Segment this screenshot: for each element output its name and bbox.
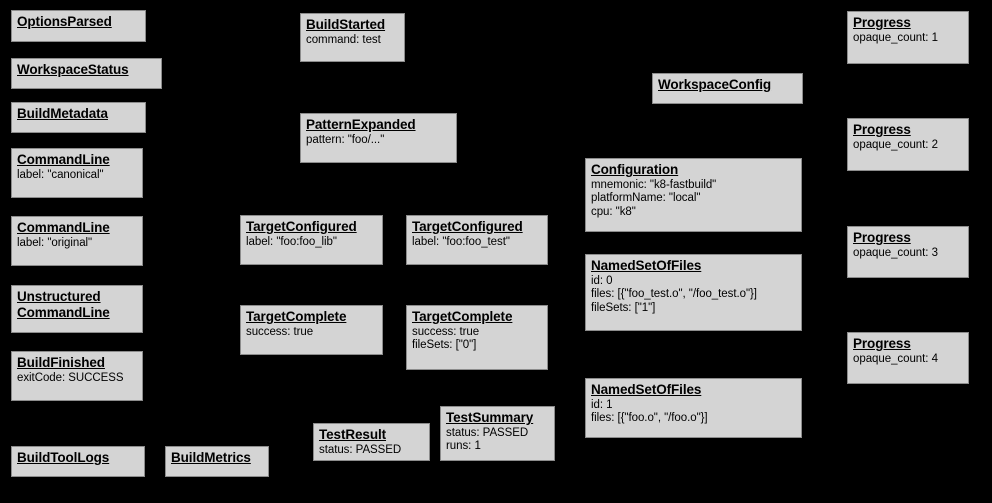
node-fields: pattern: "foo/..." (306, 134, 451, 148)
node-field: label: "foo:foo_lib" (246, 235, 337, 248)
node-title: BuildMetadata (17, 106, 108, 121)
node-title: PatternExpanded (306, 117, 416, 132)
node-build-tool-logs[interactable]: BuildToolLogs (11, 446, 145, 477)
node-options-parsed[interactable]: OptionsParsed (11, 10, 146, 42)
node-title: TestResult (319, 427, 387, 442)
node-field: success: true (246, 325, 314, 338)
node-title: BuildToolLogs (17, 450, 110, 465)
node-title: CommandLine (17, 304, 110, 320)
node-title: TargetConfigured (412, 219, 523, 234)
node-field: exitCode: SUCCESS (17, 371, 124, 384)
node-fields: opaque_count: 2 (853, 139, 963, 153)
node-field: label: "canonical" (17, 168, 104, 181)
node-title: TargetComplete (412, 309, 513, 324)
node-title: Progress (853, 15, 911, 30)
node-title: CommandLine (17, 220, 110, 235)
node-field: opaque_count: 4 (853, 352, 938, 365)
node-title: Unstructured (17, 289, 101, 304)
node-field: runs: 1 (446, 440, 481, 453)
node-field: status: PASSED (319, 443, 402, 456)
node-fields: opaque_count: 1 (853, 32, 963, 46)
node-title: Progress (853, 336, 911, 351)
node-fields: opaque_count: 3 (853, 247, 963, 261)
node-fields: opaque_count: 4 (853, 353, 963, 367)
node-title: NamedSetOfFiles (591, 258, 702, 273)
node-title: BuildStarted (306, 17, 386, 32)
node-title: WorkspaceConfig (658, 77, 772, 92)
node-fields: label: "original" (17, 237, 137, 251)
node-title: TargetComplete (246, 309, 347, 324)
node-title: OptionsParsed (17, 14, 112, 29)
node-field: files: [{"foo_test.o", "/foo_test.o"}] (591, 288, 757, 301)
node-workspace-status[interactable]: WorkspaceStatus (11, 58, 162, 89)
node-build-metadata[interactable]: BuildMetadata (11, 102, 146, 133)
node-field: status: PASSED (446, 426, 529, 439)
node-field: opaque_count: 2 (853, 138, 938, 151)
node-field: success: true (412, 325, 480, 338)
node-title: Progress (853, 122, 911, 137)
node-fields: label: "foo:foo_lib" (246, 236, 377, 250)
node-fields: mnemonic: "k8-fastbuild"platformName: "l… (591, 179, 796, 220)
node-fields: exitCode: SUCCESS (17, 372, 137, 386)
node-fields: success: true (246, 326, 377, 340)
node-title: Configuration (591, 162, 679, 177)
node-title: TargetConfigured (246, 219, 357, 234)
node-field: id: 1 (591, 398, 613, 411)
node-build-metrics[interactable]: BuildMetrics (165, 446, 269, 477)
node-title: NamedSetOfFiles (591, 382, 702, 397)
node-field: pattern: "foo/..." (306, 133, 385, 146)
node-field: label: "original" (17, 236, 93, 249)
node-field: fileSets: ["0"] (412, 339, 477, 352)
node-field: cpu: "k8" (591, 206, 636, 219)
node-fields: label: "foo:foo_test" (412, 236, 542, 250)
node-field: label: "foo:foo_test" (412, 235, 510, 248)
node-fields: label: "canonical" (17, 169, 137, 183)
node-field: files: [{"foo.o", "/foo.o"}] (591, 412, 708, 425)
node-title: BuildMetrics (171, 450, 251, 465)
node-workspace-config[interactable]: WorkspaceConfig (652, 73, 803, 104)
node-field: id: 0 (591, 274, 613, 287)
node-field: mnemonic: "k8-fastbuild" (591, 178, 717, 191)
node-field: command: test (306, 33, 381, 46)
node-field: opaque_count: 1 (853, 31, 938, 44)
node-field: opaque_count: 3 (853, 246, 938, 259)
node-title: WorkspaceStatus (17, 62, 129, 77)
node-title: CommandLine (17, 152, 110, 167)
node-field: platformName: "local" (591, 192, 701, 205)
node-title: Progress (853, 230, 911, 245)
node-field: fileSets: ["1"] (591, 302, 656, 315)
node-fields: command: test (306, 34, 399, 48)
node-fields: status: PASSED (319, 444, 424, 458)
node-title: BuildFinished (17, 355, 105, 370)
node-title: TestSummary (446, 410, 534, 425)
